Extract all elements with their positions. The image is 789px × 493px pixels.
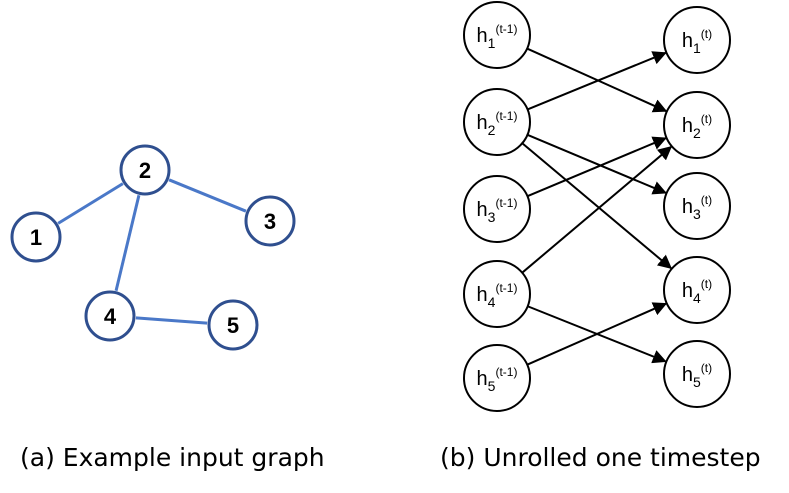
prev-node-1: h1(t-1) xyxy=(463,1,531,69)
node-label: 1 xyxy=(30,225,42,250)
prev-node-4: h4(t-1) xyxy=(463,260,531,328)
node-label: h3(t-1) xyxy=(477,196,518,225)
node-label: 5 xyxy=(227,313,239,338)
edge-2-4 xyxy=(114,194,141,292)
arrow-2-1 xyxy=(527,51,667,111)
caption-a: (a) Example input graph xyxy=(20,443,325,472)
edge-1-2 xyxy=(57,182,124,225)
prev-node-2: h2(t-1) xyxy=(463,88,531,156)
edge-2-3 xyxy=(168,178,247,213)
node-label: 3 xyxy=(264,209,276,234)
node-label: h4(t-1) xyxy=(477,281,518,310)
node-label: h4(t) xyxy=(682,277,712,306)
arrow-5-4 xyxy=(526,302,668,366)
arrow-3-2 xyxy=(527,136,667,198)
next-node-5: h5(t) xyxy=(663,340,731,408)
next-node-1: h1(t) xyxy=(663,6,731,74)
arrow-2-3 xyxy=(527,133,667,195)
node-label: h2(t-1) xyxy=(477,109,518,138)
node-label: h2(t) xyxy=(682,112,712,141)
node-label: h3(t) xyxy=(682,193,712,222)
next-node-2: h2(t) xyxy=(663,91,731,159)
next-node-4: h4(t) xyxy=(663,256,731,324)
unrolled-graph: h1(t-1) h2(t-1) h3(t-1) h4(t-1) h5(t-1) h1(t)… xyxy=(463,1,731,412)
prev-node-5: h5(t-1) xyxy=(463,344,531,412)
node-label: h1(t) xyxy=(682,27,712,56)
node-label: 2 xyxy=(139,158,151,183)
node-label: 4 xyxy=(104,304,117,329)
node-5: 5 xyxy=(207,299,259,351)
caption-b: (b) Unrolled one timestep xyxy=(440,443,761,472)
next-node-3: h3(t) xyxy=(663,172,731,240)
node-4: 4 xyxy=(84,290,136,342)
arrow-4-2 xyxy=(521,146,673,274)
node-2: 2 xyxy=(119,144,171,196)
node-label: h1(t-1) xyxy=(477,22,518,51)
edge-4-5 xyxy=(135,316,208,325)
arrow-2-4 xyxy=(521,142,673,270)
node-label: h5(t) xyxy=(682,361,712,390)
arrow-1-2 xyxy=(526,47,668,113)
prev-node-3: h3(t-1) xyxy=(463,175,531,243)
node-label: h5(t-1) xyxy=(477,365,518,394)
node-1: 1 xyxy=(10,211,62,263)
node-3: 3 xyxy=(244,195,296,247)
input-graph: 1 2 3 4 5 xyxy=(10,144,296,351)
